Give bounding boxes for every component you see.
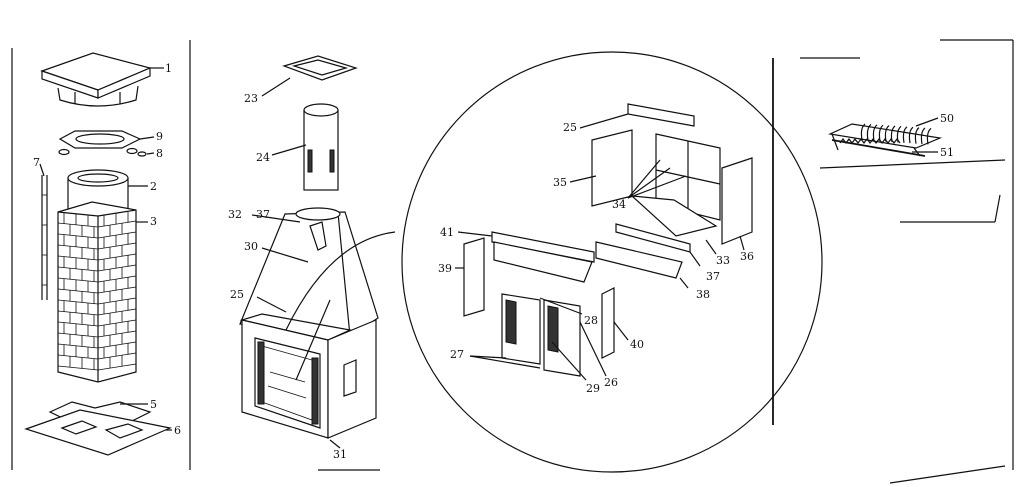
firebox-components bbox=[463, 103, 753, 377]
callout-24: 24 bbox=[256, 151, 270, 164]
detail-circle bbox=[401, 51, 823, 473]
callout-23: 23 bbox=[244, 92, 258, 105]
leader-lines bbox=[39, 67, 939, 449]
panel-dividers bbox=[11, 39, 1014, 484]
callout-29: 29 bbox=[586, 382, 600, 395]
callout-9: 9 bbox=[156, 130, 163, 143]
screen-door-left-part-27 bbox=[501, 293, 541, 365]
brick-courses-left-face bbox=[57, 212, 99, 371]
callout-31: 31 bbox=[333, 448, 347, 461]
callout-8: 8 bbox=[156, 147, 163, 160]
callout-33: 33 bbox=[716, 254, 730, 267]
callout-labels: 1 9 8 7 2 3 5 6 23 24 32 30 25 31 25 35 … bbox=[33, 62, 954, 461]
flue-pipe-part-24 bbox=[303, 103, 339, 191]
log-grate-part-50 bbox=[827, 123, 943, 157]
callout-25-detail: 25 bbox=[563, 121, 577, 134]
callout-28: 28 bbox=[584, 314, 598, 327]
rail-part-38 bbox=[595, 241, 683, 279]
storm-collar-part-9 bbox=[58, 130, 142, 149]
callout-6: 6 bbox=[174, 424, 181, 437]
callout-5: 5 bbox=[150, 398, 157, 411]
brick-chase-part-3 bbox=[57, 201, 137, 383]
callout-2: 2 bbox=[150, 180, 157, 193]
floor-panel-part-33 bbox=[630, 195, 718, 237]
fireplace-hood-part-30 bbox=[239, 207, 379, 337]
chimney-cap-part-1 bbox=[40, 52, 152, 107]
callout-1: 1 bbox=[165, 62, 172, 75]
callout-27: 27 bbox=[450, 348, 464, 361]
callout-32: 32 bbox=[228, 208, 242, 221]
callout-37-hood: 37 bbox=[256, 208, 270, 221]
callout-51: 51 bbox=[940, 146, 954, 159]
fasteners-part-8 bbox=[58, 147, 147, 157]
callout-36: 36 bbox=[740, 250, 754, 263]
side-trim-part-40 bbox=[601, 287, 615, 359]
side-panel-part-35 bbox=[591, 129, 633, 207]
top-plate-part-23 bbox=[282, 55, 358, 81]
callout-34: 34 bbox=[612, 198, 626, 211]
callout-37-detail: 37 bbox=[706, 270, 720, 283]
callout-3: 3 bbox=[150, 215, 157, 228]
callout-38: 38 bbox=[696, 288, 710, 301]
back-panel-part-34 bbox=[655, 133, 721, 221]
callout-41: 41 bbox=[440, 226, 454, 239]
callout-35: 35 bbox=[553, 176, 567, 189]
callout-7: 7 bbox=[33, 156, 40, 169]
chimney-ladder-part-7 bbox=[41, 175, 48, 300]
front-rail-part-41 bbox=[491, 231, 595, 263]
brick-courses-right-face bbox=[97, 211, 137, 371]
callout-39: 39 bbox=[438, 262, 452, 275]
grate-rail-part-51 bbox=[831, 138, 926, 157]
callout-30: 30 bbox=[244, 240, 258, 253]
callout-25-hood: 25 bbox=[230, 288, 244, 301]
top-panel-part-25 bbox=[627, 103, 695, 127]
floor-protector-part-6 bbox=[24, 409, 172, 456]
callout-26: 26 bbox=[604, 376, 618, 389]
screen-door-right-part-26 bbox=[543, 299, 581, 377]
callout-40: 40 bbox=[630, 338, 644, 351]
side-trim-part-39 bbox=[463, 237, 485, 317]
front-lintel bbox=[493, 241, 593, 283]
side-panel-part-36 bbox=[721, 157, 753, 245]
firebox-body bbox=[239, 231, 396, 439]
callout-50: 50 bbox=[940, 112, 954, 125]
